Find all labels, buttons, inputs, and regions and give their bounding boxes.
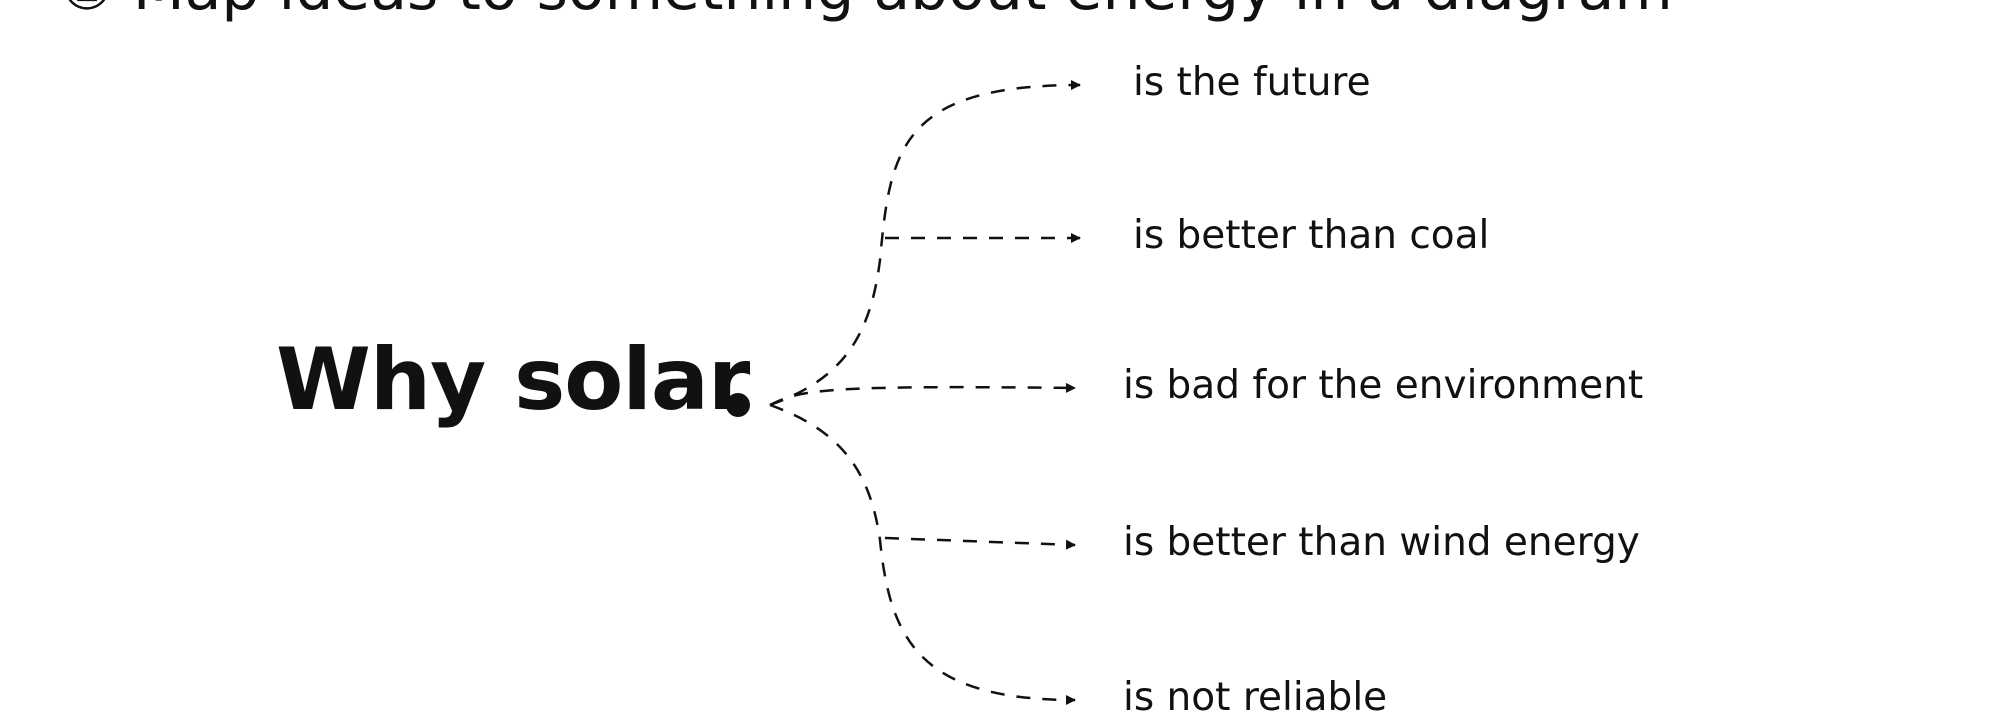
clipped-heading: ② Map ideas to something about energy in… [60,0,1673,24]
branch-label: is bad for the environment [1123,363,1644,408]
root-dot [726,393,750,417]
branch-label: is better than coal [1133,213,1490,258]
branch-label: is better than wind energy [1123,520,1640,565]
branch-label: is not reliable [1123,675,1388,720]
branch-label: is the future [1133,60,1371,105]
connector-3 [769,382,1076,407]
connector-5 [769,403,1076,705]
connector-4 [884,536,1076,550]
root-node-label: Why solar [276,330,750,430]
connector-1 [769,80,1081,407]
